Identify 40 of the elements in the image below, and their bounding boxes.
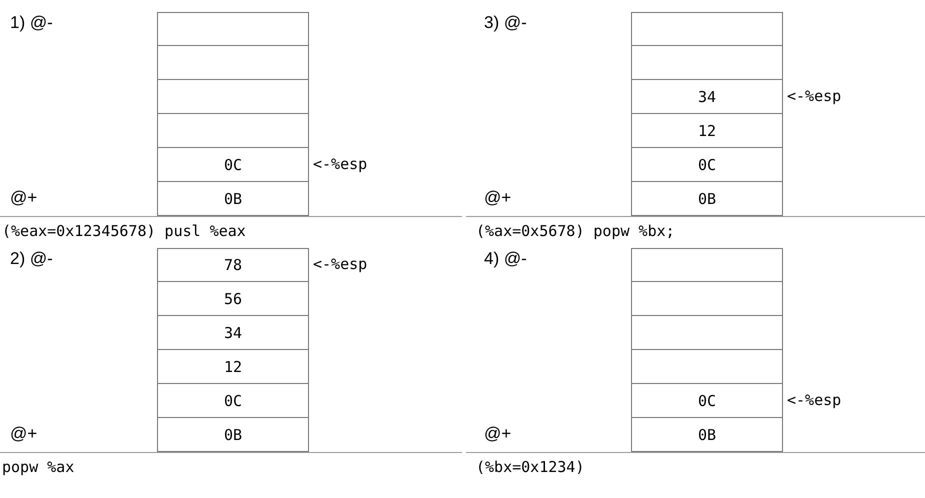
stack-pointer-label: <-%esp bbox=[313, 255, 368, 273]
stack-cell: 0B bbox=[157, 181, 309, 216]
bottom-address-label: @+ bbox=[10, 424, 38, 444]
empty-stack-cell bbox=[631, 12, 783, 46]
bottom-address-label: @+ bbox=[484, 424, 512, 444]
instruction-caption: popw %ax bbox=[2, 458, 74, 476]
empty-stack-cell bbox=[631, 248, 783, 282]
empty-stack-cell bbox=[631, 281, 783, 316]
stack-cell: 12 bbox=[157, 349, 309, 384]
empty-stack-cell bbox=[157, 45, 309, 80]
stack-pointer-label: <-%esp bbox=[787, 87, 842, 105]
panel-heading: 4) @- bbox=[484, 249, 527, 269]
stack-cell: 0B bbox=[631, 181, 783, 216]
stack-cell: 34 bbox=[157, 315, 309, 350]
stack-cell: 34 bbox=[631, 79, 783, 114]
stack-cell: 0C bbox=[631, 383, 783, 418]
stack-cell: 0B bbox=[631, 417, 783, 452]
empty-stack-cell bbox=[157, 12, 309, 46]
empty-stack-cell bbox=[157, 79, 309, 114]
empty-stack-cell bbox=[157, 113, 309, 148]
stack-cell: 56 bbox=[157, 281, 309, 316]
stack-cell: 0B bbox=[157, 417, 309, 452]
instruction-caption: (%ax=0x5678) popw %bx; bbox=[476, 222, 675, 240]
stack-cell: 78 bbox=[157, 248, 309, 282]
stack-cell: 0C bbox=[631, 147, 783, 182]
stack-pointer-label: <-%esp bbox=[313, 155, 368, 173]
bottom-address-label: @+ bbox=[484, 188, 512, 208]
empty-stack-cell bbox=[631, 45, 783, 80]
panel-heading: 2) @- bbox=[10, 249, 53, 269]
bottom-address-label: @+ bbox=[10, 188, 38, 208]
stack-cell: 0C bbox=[157, 147, 309, 182]
stack-pointer-label: <-%esp bbox=[787, 391, 842, 409]
stack-cell: 12 bbox=[631, 113, 783, 148]
instruction-caption: (%eax=0x12345678) pusl %eax bbox=[2, 222, 246, 240]
panel-heading: 3) @- bbox=[484, 13, 527, 33]
instruction-caption: (%bx=0x1234) bbox=[476, 458, 584, 476]
empty-stack-cell bbox=[631, 349, 783, 384]
empty-stack-cell bbox=[631, 315, 783, 350]
stack-cell: 0C bbox=[157, 383, 309, 418]
panel-heading: 1) @- bbox=[10, 13, 53, 33]
